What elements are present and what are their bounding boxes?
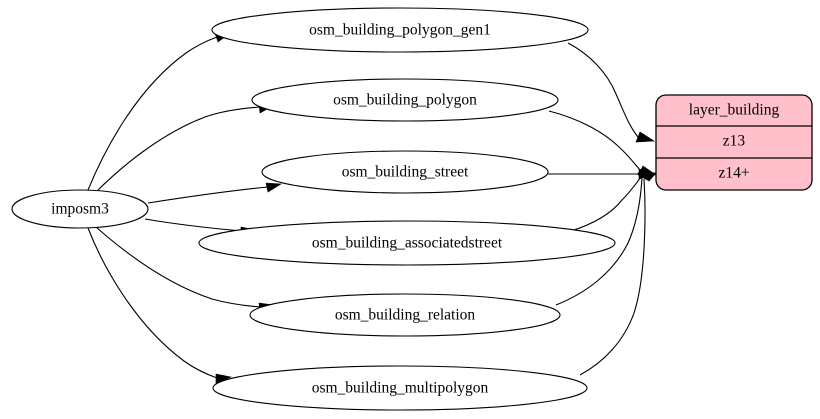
edge-osm_building_polygon-to-zoom-z14plus [548, 110, 657, 176]
node-osm_building_polygon_gen1-shape[interactable] [211, 7, 589, 53]
edge-group-tables-to-layer [548, 42, 658, 376]
node-layer_building-shape[interactable] [655, 94, 813, 191]
node-osm_building_polygon[interactable]: osm_building_polygon [251, 78, 559, 122]
node-osm_building_multipolygon[interactable]: osm_building_multipolygon [212, 365, 588, 411]
node-osm_building_multipolygon-label: osm_building_multipolygon [312, 380, 489, 397]
layer_building-title-label: layer_building [689, 102, 780, 119]
node-osm_building_relation-label: osm_building_relation [335, 307, 476, 324]
node-osm_building_associatedstreet-label: osm_building_associatedstreet [312, 235, 503, 252]
node-osm_building_associatedstreet[interactable]: osm_building_associatedstreet [198, 220, 616, 266]
node-osm_building_street-shape[interactable] [261, 150, 549, 194]
node-osm_building_polygon-label: osm_building_polygon [333, 92, 477, 109]
node-imposm3[interactable]: imposm3 [11, 189, 149, 229]
node-layer_building[interactable]: layer_building z13 z14+ [655, 94, 813, 191]
edge-osm_building_associatedstreet-to-zoom-z14plus [570, 172, 657, 232]
layer_building-zoom-z13-label[interactable]: z13 [723, 133, 746, 150]
edge-imposm3-to-osm_building_multipolygon [87, 227, 232, 385]
edge-imposm3-to-osm_building_street [147, 182, 282, 204]
node-osm_building_street[interactable]: osm_building_street [261, 150, 549, 194]
edge-imposm3-to-osm_building_polygon_gen1 [87, 32, 231, 191]
node-osm_building_relation[interactable]: osm_building_relation [249, 293, 561, 337]
node-osm_building_associatedstreet-shape[interactable] [198, 220, 616, 266]
node-imposm3-shape[interactable] [11, 189, 149, 229]
edge-osm_building_polygon_gen1-to-zoom-z13 [567, 42, 655, 143]
node-osm_building_polygon_gen1[interactable]: osm_building_polygon_gen1 [211, 7, 589, 53]
node-osm_building_street-label: osm_building_street [342, 164, 469, 181]
node-osm_building_polygon_gen1-label: osm_building_polygon_gen1 [309, 22, 491, 39]
node-osm_building_multipolygon-shape[interactable] [212, 365, 588, 411]
layer_building-zoom-z14plus-label[interactable]: z14+ [718, 165, 749, 182]
node-imposm3-label: imposm3 [51, 201, 109, 218]
edge-imposm3-to-osm_building_polygon [95, 102, 275, 193]
edge-osm_building_multipolygon-to-zoom-z14plus [579, 172, 657, 376]
node-osm_building_relation-shape[interactable] [249, 293, 561, 337]
node-osm_building_polygon-shape[interactable] [251, 78, 559, 122]
